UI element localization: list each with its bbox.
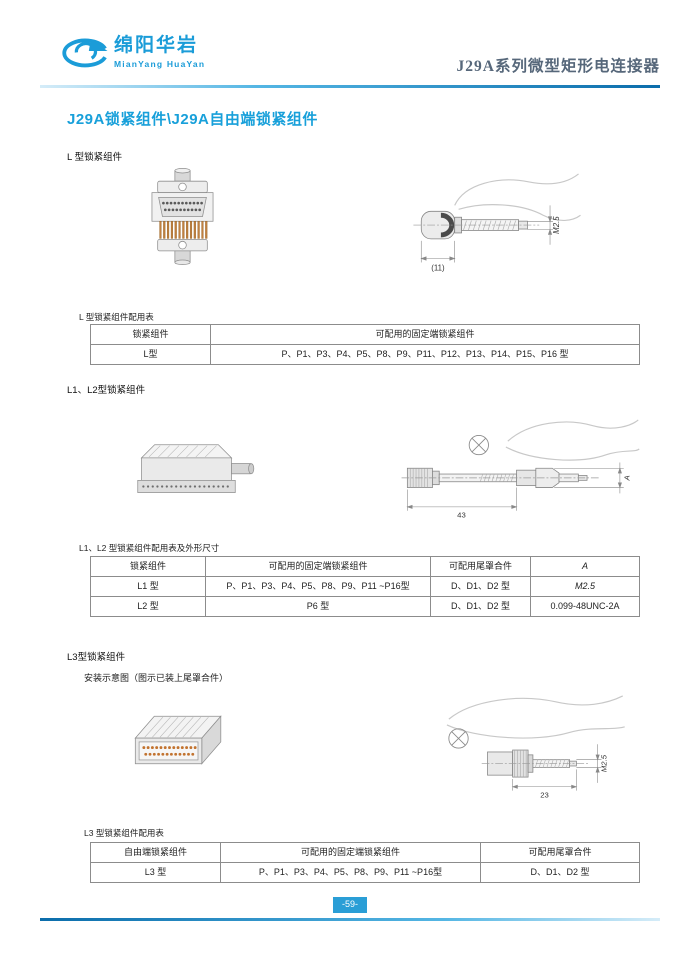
table-header-cell: 锁紧组件 xyxy=(90,556,206,577)
l-connector-front-view-drawing xyxy=(151,168,214,265)
table-l1-l2-caption: L1、L2 型锁紧组件配用表及外形尺寸 xyxy=(79,543,220,553)
section-l3-subheading: 安装示意图（图示已装上尾罩合件） xyxy=(84,673,229,683)
page-title: J29A锁紧组件\J29A自由端锁紧组件 xyxy=(67,111,318,128)
contact-dots xyxy=(162,201,203,212)
table-header-cell: 可配用的固定端锁紧组件 xyxy=(205,556,431,577)
table-cell: 0.099-48UNC-2A xyxy=(530,596,640,617)
thumbnut-front-view xyxy=(468,434,489,456)
table-header-cell: 可配用的固定端锁紧组件 xyxy=(210,324,640,345)
top-ribs xyxy=(144,717,209,738)
dim-length xyxy=(406,487,518,511)
table-l-header-row: 锁紧组件 可配用的固定端锁紧组件 xyxy=(90,324,640,345)
table-l1-l2-row: L2 型 P6 型 D、D1、D2 型 0.099-48UNC-2A xyxy=(90,596,640,617)
table-cell: L型 xyxy=(90,344,211,365)
table-l3: 自由端锁紧组件 可配用的固定端锁紧组件 可配用尾罩合件 L3 型 P、P1、P3… xyxy=(90,842,640,883)
table-cell: L3 型 xyxy=(90,862,221,883)
table-l3-caption: L3 型锁紧组件配用表 xyxy=(84,828,164,838)
l3-connector-drawing xyxy=(134,715,222,765)
table-header-cell: 可配用的固定端锁紧组件 xyxy=(220,842,481,863)
table-cell: D、D1、D2 型 xyxy=(430,576,531,597)
l-lock-screw-side-view-drawing: (11) M2.5 xyxy=(413,173,581,272)
dim-label-43: 43 xyxy=(457,511,466,520)
dim-label-23: 23 xyxy=(540,790,549,799)
hood-ribs xyxy=(148,445,217,458)
table-l3-row: L3 型 P、P1、P3、P4、P5、P8、P9、P11 ~P16型 D、D1、… xyxy=(90,862,640,883)
dim-length xyxy=(511,769,578,791)
brand-logo-icon xyxy=(62,38,108,68)
section-l1-l2-heading: L1、L2型锁紧组件 xyxy=(67,385,146,396)
dim-label-a: A xyxy=(623,475,632,481)
table-l1-l2-header-row: 锁紧组件 可配用的固定端锁紧组件 可配用尾罩合件 A xyxy=(90,556,640,577)
l1-l2-connector-drawing xyxy=(137,444,255,493)
table-l-caption: L 型锁紧组件配用表 xyxy=(79,312,154,322)
dim-label-m2-5: M2.5 xyxy=(552,216,561,234)
dim-a xyxy=(554,462,624,494)
table-header-cell: 锁紧组件 xyxy=(90,324,211,345)
table-header-cell: 可配用尾罩合件 xyxy=(480,842,640,863)
section-l-heading: L 型锁紧组件 xyxy=(67,152,123,163)
table-cell: L1 型 xyxy=(90,576,206,597)
table-header-cell: A xyxy=(530,556,640,577)
thumbnut-front-view xyxy=(448,728,469,749)
l3-screw-assembly-drawing: 23 M2.5 xyxy=(446,695,625,799)
table-l1-l2: 锁紧组件 可配用的固定端锁紧组件 可配用尾罩合件 A L1 型 P、P1、P3、… xyxy=(90,556,640,617)
brand-name-cn: 绵阳华岩 xyxy=(114,35,199,56)
table-l1-l2-row: L1 型 P、P1、P3、P4、P5、P8、P9、P11 ~P16型 D、D1、… xyxy=(90,576,640,597)
table-l3-header-row: 自由端锁紧组件 可配用的固定端锁紧组件 可配用尾罩合件 xyxy=(90,842,640,863)
table-cell: P6 型 xyxy=(205,596,431,617)
table-cell: D、D1、D2 型 xyxy=(430,596,531,617)
table-cell: P、P1、P3、P4、P5、P8、P9、P11、P12、P13、P14、P15、… xyxy=(210,344,640,365)
brand-name-en: MianYang HuaYan xyxy=(114,58,206,69)
contact-dots xyxy=(142,485,229,488)
table-header-cell: 可配用尾罩合件 xyxy=(430,556,531,577)
l1-l2-jackscrew-assembly-drawing: 43 A xyxy=(401,419,640,520)
page-number-badge: -59- xyxy=(332,897,368,913)
table-l: 锁紧组件 可配用的固定端锁紧组件 L型 P、P1、P3、P4、P5、P8、P9、… xyxy=(90,324,640,365)
footer-rule xyxy=(40,918,660,921)
table-header-cell: 自由端锁紧组件 xyxy=(90,842,221,863)
solder-pins xyxy=(159,221,208,239)
table-cell: D、D1、D2 型 xyxy=(480,862,640,883)
table-cell: M2.5 xyxy=(530,576,640,597)
contact-dots xyxy=(142,746,197,756)
section-l3-heading: L3型锁紧组件 xyxy=(67,652,126,663)
table-l-row: L型 P、P1、P3、P4、P5、P8、P9、P11、P12、P13、P14、P… xyxy=(90,344,640,365)
table-cell: L2 型 xyxy=(90,596,206,617)
dim-label-m2-5: M2.5 xyxy=(599,754,608,772)
dim-label-length-11: (11) xyxy=(431,263,445,272)
brand-text: 绵阳华岩 MianYang HuaYan xyxy=(114,35,206,69)
document-title: J29A系列微型矩形电连接器 xyxy=(456,58,660,75)
dim-thread xyxy=(576,744,602,783)
dim-thread xyxy=(527,205,553,245)
table-cell: P、P1、P3、P4、P5、P8、P9、P11 ~P16型 xyxy=(205,576,431,597)
dim-length xyxy=(420,240,456,263)
table-cell: P、P1、P3、P4、P5、P8、P9、P11 ~P16型 xyxy=(220,862,481,883)
brand: 绵阳华岩 MianYang HuaYan xyxy=(62,35,206,69)
header-rule xyxy=(40,85,660,88)
